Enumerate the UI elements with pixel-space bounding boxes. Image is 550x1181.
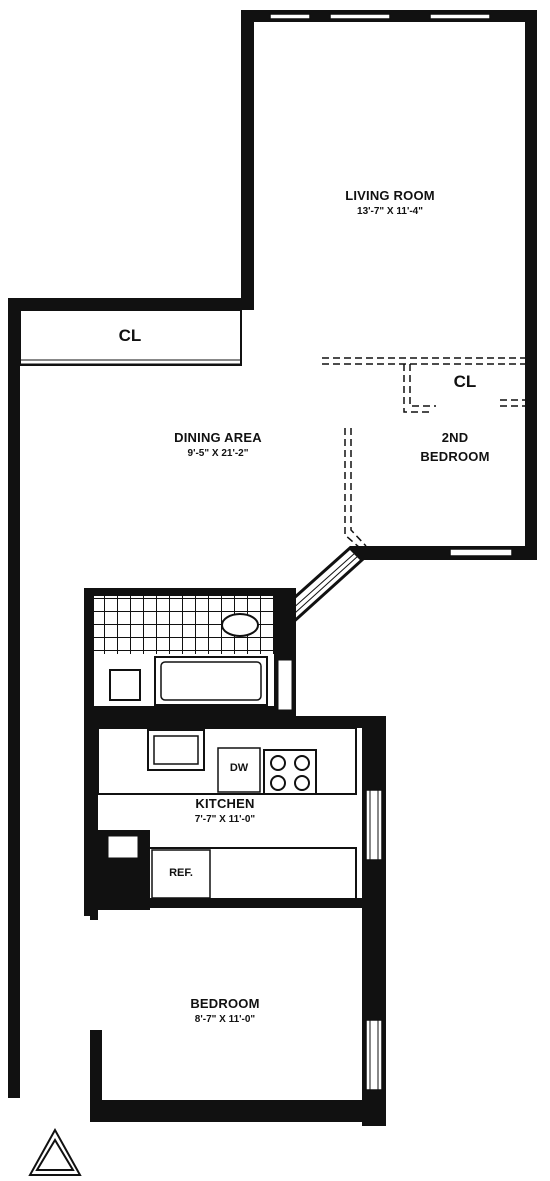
bedroom-bottom-wall [90, 1100, 386, 1122]
exterior-walls [8, 10, 537, 1126]
living-right-wall [525, 10, 537, 560]
kitchen-label: KITCHEN 7'-7" X 11'-0" [160, 796, 290, 825]
living-room-dimensions: 13'-7" X 11'-4" [357, 206, 423, 217]
bathroom [84, 588, 296, 718]
window-second-bedroom [449, 548, 513, 557]
hall-closet-label: CL [118, 326, 142, 345]
second-bedroom-name-line1: 2ND [441, 430, 469, 445]
living-room-label: LIVING ROOM 13'-7" X 11'-4" [320, 188, 460, 217]
second-bedroom-name-line2: BEDROOM [420, 449, 490, 464]
second-bedroom-label: 2ND BEDROOM [400, 430, 510, 464]
dishwasher-label: DW [229, 762, 249, 774]
dining-area-dimensions: 9'-5" X 21'-2" [187, 448, 249, 459]
refrigerator-label: REF. [169, 867, 193, 879]
bedroom-label: BEDROOM 8'-7" X 11'-0" [160, 996, 290, 1025]
bedroom-closet-label: CL [453, 372, 477, 391]
bedroom-dimensions: 8'-7" X 11'-0" [194, 1014, 256, 1025]
window-top-left [269, 13, 311, 20]
bedroom-left-wall [90, 1030, 102, 1122]
toilet-icon [221, 613, 259, 637]
window-bedroom [365, 1019, 383, 1091]
dining-top-wall [8, 298, 254, 310]
living-left-wall [241, 10, 254, 310]
kitchen [84, 716, 374, 916]
dining-area-name: DINING AREA [174, 430, 262, 445]
kitchen-dimensions: 7'-7" X 11'-0" [194, 814, 256, 825]
north-arrow-triangle-icon [28, 1127, 82, 1176]
second-bedroom-partitions [322, 357, 525, 549]
dining-area-label: DINING AREA 9'-5" X 21'-2" [148, 430, 288, 459]
window-kitchen [365, 789, 383, 861]
refrigerator-box [151, 849, 211, 899]
hall-closet [19, 309, 242, 366]
bath-sink-icon [109, 669, 141, 701]
bedroom-name: BEDROOM [190, 996, 260, 1011]
kitchen-name: KITCHEN [195, 796, 255, 811]
window-top-mid [329, 13, 391, 20]
living-room-name: LIVING ROOM [345, 188, 435, 203]
main-left-wall [8, 298, 20, 1098]
dishwasher-box [217, 747, 261, 793]
bathtub-icon [154, 656, 268, 706]
window-top-right [429, 13, 491, 20]
